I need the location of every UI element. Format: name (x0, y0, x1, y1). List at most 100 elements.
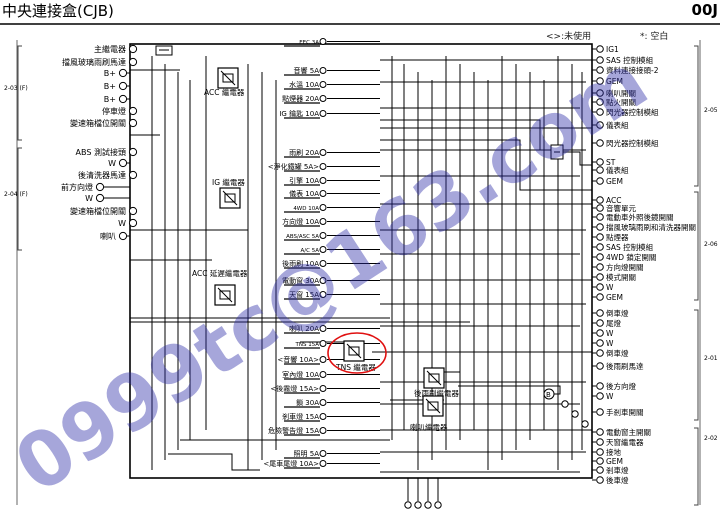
right-pin (596, 448, 604, 456)
left-pin (128, 147, 138, 157)
left-pin (118, 158, 128, 168)
fuse-label: 危險警告燈 15A (268, 426, 319, 435)
right-pin (596, 77, 604, 85)
relay-label: ACC 繼電器 (204, 87, 245, 97)
right-label: 剎車燈 (606, 465, 629, 475)
right-pin (596, 177, 604, 185)
highlight-circle (327, 332, 387, 374)
right-pin (596, 283, 604, 291)
right-label: GEM (606, 293, 623, 302)
fuse-pin (319, 246, 327, 253)
right-badge-circle (543, 388, 555, 400)
right-label: 閃光器控制模組 (606, 107, 659, 117)
relay-label: TNS 繼電器 (335, 362, 376, 372)
relay-label: ACC 延遲繼電器 (192, 268, 248, 278)
fuse-label: 方向燈 10A (282, 217, 319, 226)
right-pin (596, 139, 604, 147)
fuse-pin (319, 177, 327, 184)
right-label: W (606, 283, 614, 292)
left-pin (118, 94, 128, 104)
fuse-label: 照明 5A (294, 450, 320, 458)
fuse-pin (319, 291, 327, 298)
right-label: 後方向燈 (606, 381, 636, 391)
relay-coil (348, 346, 360, 356)
right-label: GEM (606, 77, 623, 86)
right-label: 後雨刷馬達 (606, 361, 644, 371)
fuse-label: 後雨刷 10A (282, 259, 319, 268)
left-pin (128, 106, 138, 116)
right-label: GEM (606, 177, 623, 186)
left-label: 主繼電器 (94, 44, 126, 54)
fuse-pin (319, 163, 327, 170)
right-label: 手剎車開關 (606, 407, 644, 417)
right-pin (596, 56, 604, 64)
legend-unused: <>:未使用 (546, 32, 592, 42)
relay-switch (346, 343, 362, 359)
left-label: 變速箱檔位開關 (70, 118, 126, 128)
right-pin (596, 158, 604, 166)
right-pin (596, 121, 604, 129)
right-label: 電動車外照後鏡開關 (606, 212, 674, 222)
fuse-pin (319, 450, 327, 457)
right-pin (596, 293, 604, 301)
fuse-pin (319, 413, 327, 420)
right-pin (596, 408, 604, 416)
right-ref-label: 2-05 (1) (704, 107, 720, 114)
right-pin (596, 223, 604, 231)
side-pin (571, 410, 579, 418)
fuse-pin (319, 260, 327, 267)
right-label: 點火開關 (606, 97, 636, 107)
fuse-label: IG 鑰匙 10A (279, 109, 319, 118)
right-label: IG1 (606, 45, 619, 54)
left-pin (118, 68, 128, 78)
fuse-pin (319, 399, 327, 406)
fuse-pin (319, 38, 327, 45)
left-label: B+ (104, 95, 116, 104)
right-label: 倒車燈 (606, 308, 629, 318)
right-pin (596, 392, 604, 400)
right-label: 尾燈 (606, 318, 621, 328)
left-label: 喇叭 (100, 231, 116, 241)
left-label: B+ (104, 69, 116, 78)
left-label: W (118, 219, 126, 228)
left-ref-label: 2-03 (F) (4, 85, 28, 92)
left-pin (128, 57, 138, 67)
fuse-label: TNS 15A (295, 342, 320, 348)
relay-coil (222, 73, 234, 83)
right-pin (596, 108, 604, 116)
legend-blank: *: 空白 (640, 32, 669, 42)
side-pin (581, 420, 589, 428)
left-label: 停車燈 (102, 106, 126, 116)
fuse-pin (319, 340, 327, 347)
relay-coil (428, 373, 440, 383)
fuse-label: 點煙器 20A (282, 94, 319, 103)
relay-switch (217, 287, 233, 303)
fuse-pin (319, 95, 327, 102)
right-pin (596, 253, 604, 261)
right-label: W (606, 329, 614, 338)
right-label: 倒車燈 (606, 348, 629, 358)
right-pin (596, 66, 604, 74)
right-pin (596, 45, 604, 53)
fuse-label: 電動窗 30A (282, 276, 319, 285)
fuse-label: <後霧燈 15A> (270, 384, 319, 393)
right-pin (596, 349, 604, 357)
fuse-label: 雨刷 20A (289, 149, 319, 157)
right-label: ST (606, 158, 616, 167)
right-label: 點煙器 (606, 232, 629, 242)
bottom-pin (414, 501, 422, 509)
left-pin (95, 182, 105, 192)
right-label: W (606, 339, 614, 348)
relay-switch (426, 370, 442, 386)
right-pin (596, 466, 604, 474)
side-pin (561, 400, 569, 408)
fuse-pin (319, 204, 327, 211)
right-label: 天窗繼電器 (606, 437, 644, 447)
fuse-pin (319, 149, 327, 156)
fuse-label: 喇叭 20A (289, 324, 319, 333)
fuse-pin (319, 67, 327, 74)
page-title: 中央連接盒(CJB) (2, 2, 114, 20)
fuse-pin (319, 325, 327, 332)
